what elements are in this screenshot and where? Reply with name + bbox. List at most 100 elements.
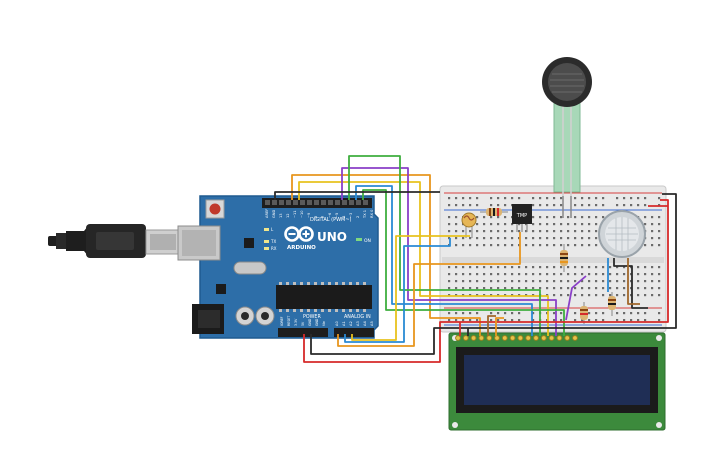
- breadboard-hole: [462, 266, 465, 269]
- arduino-uno-board[interactable]: UNO ARDUINO DIGITAL (PWM~) POWER ANALOG …: [177, 195, 379, 339]
- breadboard-hole: [609, 294, 612, 297]
- pin-label-gnd: GND: [272, 210, 276, 218]
- breadboard-hole: [455, 266, 458, 269]
- lcd-pin: [564, 335, 571, 341]
- breadboard-hole: [448, 280, 451, 283]
- breadboard-hole: [602, 312, 605, 315]
- lcd-pin: [533, 335, 539, 341]
- breadboard-hole: [518, 312, 521, 315]
- force-sensor[interactable]: [542, 57, 592, 218]
- breadboard-hole: [553, 244, 556, 247]
- breadboard-hole: [448, 266, 451, 269]
- breadboard-hole: [497, 223, 500, 226]
- breadboard-hole: [588, 294, 591, 297]
- breadboard-hole: [455, 312, 458, 315]
- breadboard-hole: [609, 280, 612, 283]
- breadboard-hole: [476, 266, 479, 269]
- breadboard-hole: [567, 273, 570, 276]
- gas-sensor[interactable]: [598, 210, 646, 258]
- pin-label-rx: RX 0: [370, 209, 374, 218]
- breadboard-hole: [490, 280, 493, 283]
- breadboard-hole: [616, 204, 619, 207]
- breadboard-hole: [518, 319, 521, 322]
- breadboard-hole: [497, 216, 500, 219]
- breadboard-hole: [574, 294, 577, 297]
- breadboard-hole: [553, 216, 556, 219]
- power-pin-labels: IOREF RESET 3.3V 5V GND GND Vin: [280, 316, 326, 326]
- breadboard-hole: [476, 237, 479, 240]
- resistor-2[interactable]: [560, 244, 568, 272]
- breadboard-hole: [574, 287, 577, 290]
- breadboard-hole: [553, 287, 556, 290]
- breadboard-hole: [630, 197, 633, 200]
- wire-purple-diag: [565, 275, 587, 321]
- pin-label-d11: ~11: [293, 210, 297, 218]
- resistor-1[interactable]: [480, 208, 508, 216]
- breadboard-hole: [567, 237, 570, 240]
- breadboard-hole: [567, 266, 570, 269]
- breadboard-hole: [504, 204, 507, 207]
- breadboard-hole: [595, 319, 598, 322]
- breadboard-hole: [574, 237, 577, 240]
- breadboard-hole: [504, 312, 507, 315]
- breadboard-hole: [539, 244, 542, 247]
- breadboard-hole: [546, 230, 549, 233]
- breadboard-hole: [525, 230, 528, 233]
- resistor-3[interactable]: [580, 302, 588, 324]
- breadboard-hole: [588, 223, 591, 226]
- breadboard-hole: [448, 230, 451, 233]
- pin-label-reset: RESET: [287, 316, 291, 326]
- breadboard-hole: [511, 230, 514, 233]
- breadboard-hole: [497, 230, 500, 233]
- breadboard-hole: [553, 230, 556, 233]
- wire-black-gas: [613, 258, 648, 309]
- breadboard-hole: [539, 273, 542, 276]
- breadboard-hole: [658, 223, 661, 226]
- breadboard-hole: [476, 197, 479, 200]
- breadboard-hole: [623, 280, 626, 283]
- breadboard-hole: [588, 230, 591, 233]
- breadboard-hole: [532, 319, 535, 322]
- breadboard-hole: [483, 266, 486, 269]
- breadboard-hole: [623, 204, 626, 207]
- breadboard-hole: [511, 244, 514, 247]
- breadboard-hole: [588, 319, 591, 322]
- pin-label-d12: 12: [286, 213, 290, 218]
- pin-label-d7: 7: [321, 216, 325, 218]
- breadboard-hole: [616, 319, 619, 322]
- breadboard-hole: [476, 230, 479, 233]
- breadboard-hole: [637, 273, 640, 276]
- breadboard-hole: [469, 197, 472, 200]
- breadboard-hole: [455, 204, 458, 207]
- breadboard-hole: [532, 197, 535, 200]
- breadboard-hole: [637, 294, 640, 297]
- breadboard-hole: [560, 230, 563, 233]
- breadboard-hole: [483, 230, 486, 233]
- breadboard-hole: [497, 197, 500, 200]
- breadboard-hole: [546, 237, 549, 240]
- temperature-sensor[interactable]: TMP: [512, 204, 532, 232]
- breadboard-hole: [567, 287, 570, 290]
- photoresistor[interactable]: [461, 212, 477, 238]
- breadboard-hole: [588, 244, 591, 247]
- lcd-pin: [572, 335, 578, 341]
- breadboard-hole: [455, 223, 458, 226]
- breadboard-hole: [553, 204, 556, 207]
- breadboard-hole: [623, 266, 626, 269]
- breadboard-hole: [469, 266, 472, 269]
- power-header-label: POWER: [303, 314, 321, 320]
- breadboard-hole: [455, 319, 458, 322]
- breadboard-hole: [455, 197, 458, 200]
- lcd-16x2[interactable]: [448, 332, 666, 431]
- breadboard-hole: [574, 197, 577, 200]
- breadboard-hole: [462, 244, 465, 247]
- breadboard-hole: [658, 230, 661, 233]
- lcd-pin: [494, 335, 500, 341]
- breadboard-hole: [546, 244, 549, 247]
- breadboard-hole: [581, 287, 584, 290]
- breadboard-hole: [525, 287, 528, 290]
- breadboard-hole: [462, 230, 465, 233]
- resistor-4[interactable]: [608, 292, 616, 316]
- breadboard-hole: [560, 266, 563, 269]
- pin-label-a2: A2: [349, 321, 353, 326]
